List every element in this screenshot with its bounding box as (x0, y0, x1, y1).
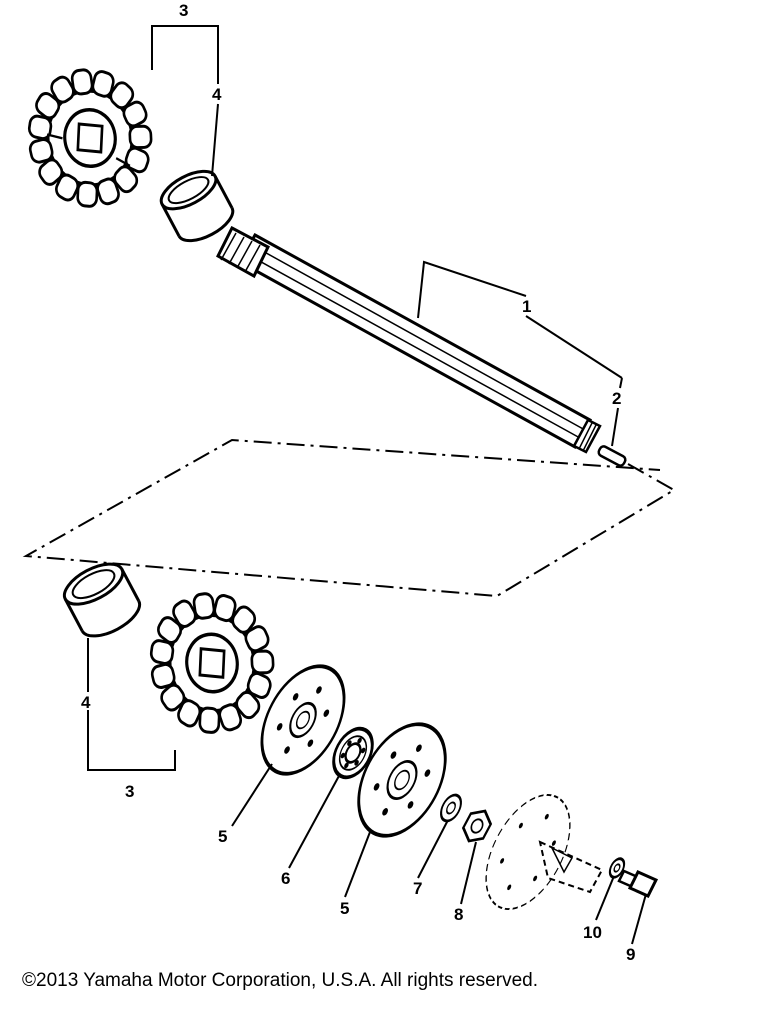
hub-reference (485, 794, 604, 910)
callout-4-top: 4 (212, 85, 222, 104)
callout-5-b: 5 (340, 899, 349, 918)
sprocket-bottom (148, 591, 276, 735)
callout-3-bottom: 3 (125, 782, 134, 801)
shaft-pin (597, 445, 627, 467)
spacer-collar-bottom (62, 562, 142, 638)
callout-3-top: 3 (179, 1, 188, 20)
callout-6: 6 (281, 869, 290, 888)
assembly-dash-line (22, 438, 676, 598)
callout-4-bottom: 4 (81, 693, 91, 712)
sprocket-top (26, 67, 153, 209)
bolt (617, 869, 659, 898)
callout-1: 1 (522, 297, 531, 316)
spacer-collar-top (159, 169, 235, 243)
washer (440, 793, 462, 823)
flange-plate-b (357, 722, 447, 838)
exploded-parts-diagram: 3 4 1 2 4 3 5 6 5 7 8 10 9 (22, 1, 676, 960)
callout-8: 8 (454, 905, 463, 924)
hex-nut (461, 809, 493, 843)
callout-labels: 3 4 1 2 4 3 5 6 5 7 8 10 9 (81, 1, 635, 960)
callout-2: 2 (612, 389, 621, 408)
bearing (332, 726, 374, 780)
callout-10: 10 (583, 923, 602, 942)
callout-7: 7 (413, 879, 422, 898)
copyright-notice: ©2013 Yamaha Motor Corporation, U.S.A. A… (22, 970, 538, 991)
callout-5-a: 5 (218, 827, 227, 846)
lock-washer (608, 857, 626, 879)
callout-9: 9 (626, 945, 635, 960)
leader-lines-top (151, 25, 623, 447)
flange-plate-a (260, 664, 346, 776)
drive-shaft (216, 225, 602, 454)
leader-lines-bottom (87, 638, 647, 945)
